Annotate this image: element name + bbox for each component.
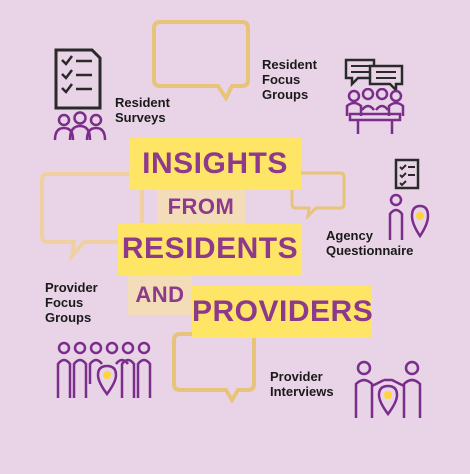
meeting-table-icon <box>345 88 405 134</box>
checklist-clipboard-icon <box>54 48 102 110</box>
highlight-from <box>157 190 245 224</box>
people-group-icon <box>53 111 107 141</box>
provider-group-icon <box>56 341 152 398</box>
headline-providers: PROVIDERS <box>192 295 374 328</box>
speech-bubble-bottom <box>172 332 256 404</box>
handshake-people-icon <box>354 360 422 418</box>
label-resident-focus-groups: Resident Focus Groups <box>262 57 317 102</box>
label-agency-questionnaire: Agency Questionnaire <box>326 228 414 258</box>
headline-residents: RESIDENTS <box>121 232 299 265</box>
highlight-and <box>128 275 192 315</box>
label-provider-interviews: Provider Interviews <box>270 369 334 399</box>
person-with-location-pin-icon <box>388 158 430 240</box>
label-resident-surveys: Resident Surveys <box>115 95 170 125</box>
headline-from: FROM <box>167 194 235 219</box>
headline-insights: INSIGHTS <box>142 147 288 180</box>
headline-and: AND <box>135 282 185 307</box>
speech-bubbles-icon <box>344 58 404 90</box>
highlight-insights <box>129 138 301 190</box>
label-provider-focus-groups: Provider Focus Groups <box>45 280 98 325</box>
highlight-providers <box>192 286 372 338</box>
speech-bubble-top <box>152 20 250 102</box>
highlight-residents <box>118 223 302 275</box>
